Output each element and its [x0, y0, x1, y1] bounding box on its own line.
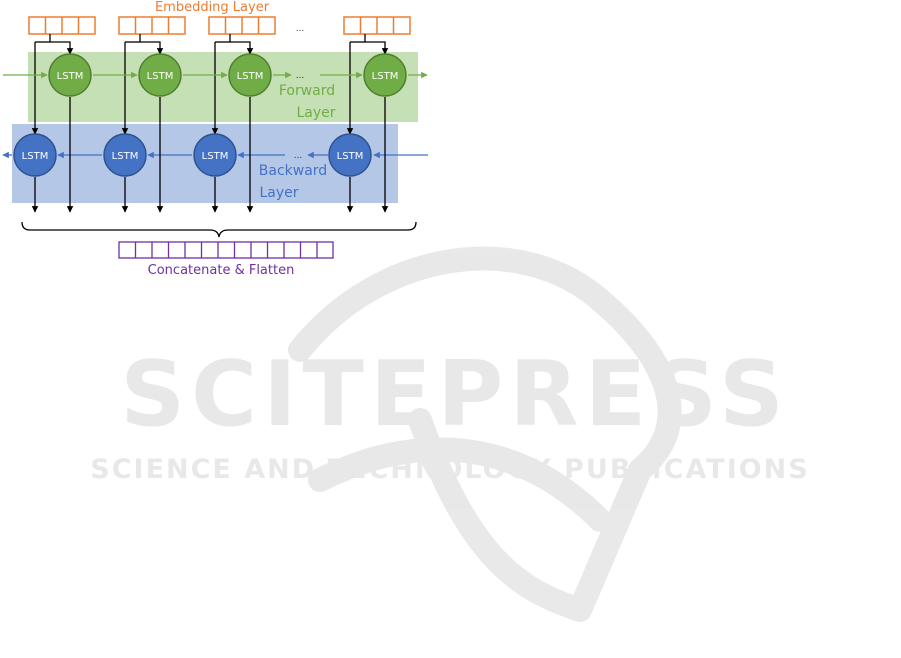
- forward-lstm-cell-1-label: LSTM: [57, 71, 84, 82]
- concat-vector: [119, 242, 333, 258]
- forward-ellipsis: ...: [296, 71, 305, 81]
- backward-lstm-cell-4-label: LSTM: [337, 151, 364, 162]
- backward-lstm-cell-3-label: LSTM: [202, 151, 229, 162]
- backward-lstm-cell-4: LSTM: [329, 134, 371, 176]
- forward-lstm-cell-2-label: LSTM: [147, 71, 174, 82]
- embedding-block-2: [119, 17, 185, 34]
- backward-lstm-cell-3: LSTM: [194, 134, 236, 176]
- forward-lstm-cell-4-label: LSTM: [372, 71, 399, 82]
- backward-layer-label-line2: Layer: [259, 185, 298, 201]
- watermark-main-text: SCITEPRESS: [120, 342, 790, 447]
- forward-lstm-cell-3: LSTM: [229, 54, 271, 96]
- backward-lstm-cell-1: LSTM: [14, 134, 56, 176]
- embedding-block-4: [344, 17, 410, 34]
- forward-lstm-cell-4: LSTM: [364, 54, 406, 96]
- backward-ellipsis: ...: [294, 151, 303, 161]
- watermark: SCITEPRESS SCIENCE AND TECHNOLOGY PUBLIC…: [90, 259, 809, 610]
- embedding-ellipsis: ...: [296, 24, 305, 34]
- forward-lstm-cell-3-label: LSTM: [237, 71, 264, 82]
- backward-lstm-cell-2: LSTM: [104, 134, 146, 176]
- forward-lstm-cell-2: LSTM: [139, 54, 181, 96]
- forward-layer-label-line2: Layer: [296, 105, 335, 121]
- forward-lstm-cell-1: LSTM: [49, 54, 91, 96]
- backward-layer-label-line1: Backward: [259, 163, 327, 179]
- embedding-block-1: [29, 17, 95, 34]
- concat-brace: [22, 222, 416, 237]
- embedding-layer-label: Embedding Layer: [155, 0, 270, 15]
- backward-lstm-cell-1-label: LSTM: [22, 151, 49, 162]
- backward-lstm-cell-2-label: LSTM: [112, 151, 139, 162]
- watermark-sub-text: SCIENCE AND TECHNOLOGY PUBLICATIONS: [90, 454, 809, 485]
- forward-layer-label-line1: Forward: [279, 83, 335, 99]
- embedding-block-3: [209, 17, 275, 34]
- concat-label: Concatenate & Flatten: [148, 263, 295, 278]
